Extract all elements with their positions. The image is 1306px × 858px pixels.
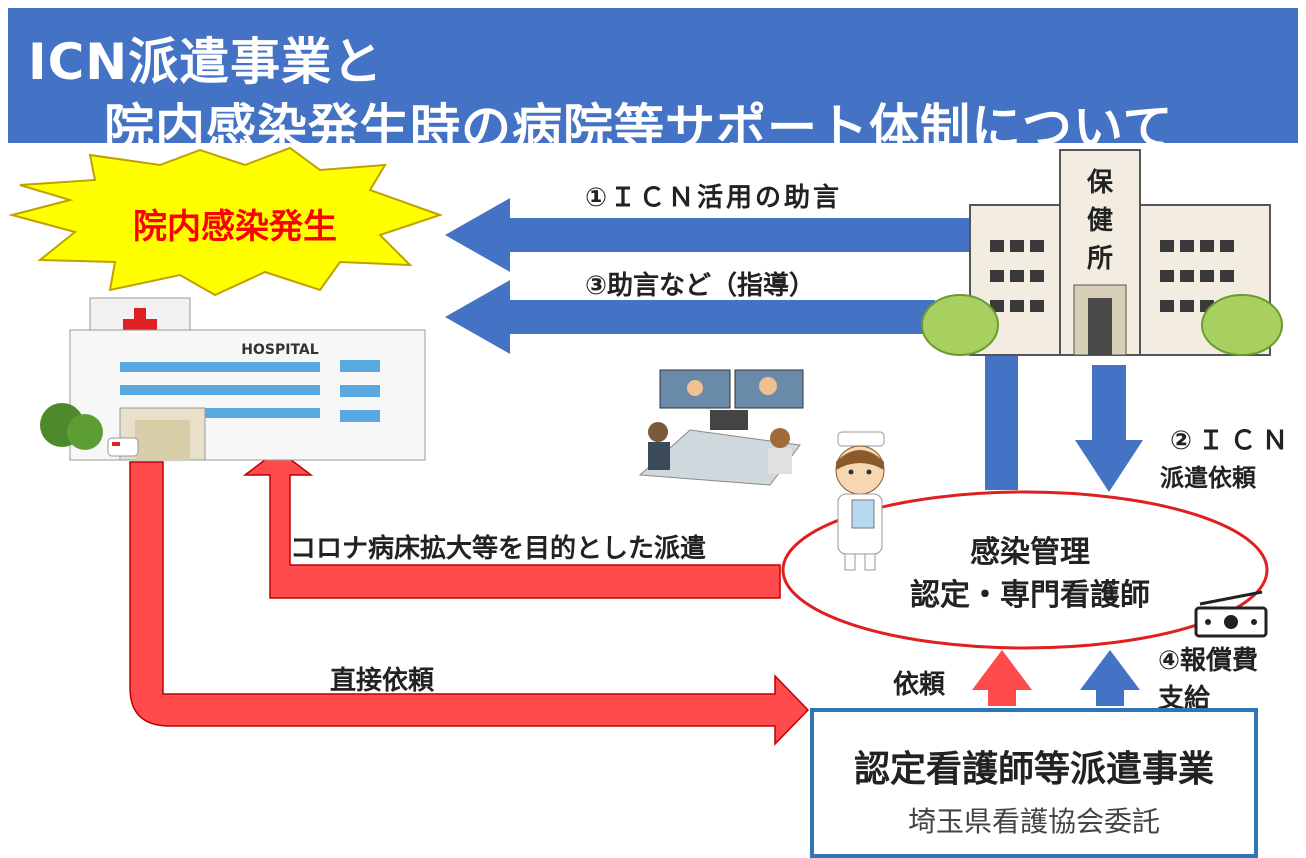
label-advice-guidance: ③助言など（指導） bbox=[585, 271, 816, 301]
nurse-label-line-2: 認定・専門看護師 bbox=[910, 578, 1150, 613]
arrow-health-to-nurse-left bbox=[985, 350, 1018, 490]
label-reward-1: ④報償費 bbox=[1158, 646, 1259, 676]
label-direct-request: 直接依頼 bbox=[330, 666, 435, 696]
arrow-reward-up bbox=[1080, 650, 1140, 706]
nurse-ellipse bbox=[781, 490, 1269, 650]
outbreak-label: 院内感染発生 bbox=[133, 207, 337, 247]
hospital-sign: HOSPITAL bbox=[241, 342, 318, 358]
arrow-direct-request bbox=[129, 461, 810, 746]
arrow-icn-request bbox=[1075, 365, 1143, 492]
label-icn-request-1: ②ＩＣＮ bbox=[1170, 426, 1295, 456]
video-conference-icon bbox=[638, 369, 804, 486]
arrow-advice-icn bbox=[445, 198, 980, 272]
project-title: 認定看護師等派遣事業 bbox=[853, 749, 1214, 790]
arrow-corona-dispatch bbox=[242, 449, 781, 599]
label-advice-icn: ①ＩＣＮ活用の助言 bbox=[585, 183, 843, 213]
nurse-label-line-1: 感染管理 bbox=[970, 535, 1090, 570]
label-corona-dispatch: コロナ病床拡大等を目的とした派遣 bbox=[290, 534, 707, 564]
arrow-advice-guidance bbox=[445, 280, 935, 354]
title-line-2: 院内感染発生時の病院等サポート体制について bbox=[104, 99, 1174, 157]
project-subtitle: 埼玉県看護協会委託 bbox=[907, 805, 1160, 838]
health-center-label: 保健所 bbox=[1086, 168, 1113, 274]
health-center-building-icon bbox=[921, 149, 1283, 356]
money-bill-icon bbox=[1194, 590, 1268, 638]
dispatch-project-box: 認定看護師等派遣事業 埼玉県看護協会委託 bbox=[810, 708, 1258, 858]
outbreak-burst-icon bbox=[8, 146, 444, 297]
hospital-building-icon bbox=[40, 297, 426, 461]
label-icn-request-2: 派遣依頼 bbox=[1160, 464, 1256, 492]
nurse-icon bbox=[835, 431, 885, 571]
arrow-request-up bbox=[972, 650, 1032, 706]
label-request: 依頼 bbox=[893, 670, 946, 700]
title-banner: ICN派遣事業と 院内感染発生時の病院等サポート体制について bbox=[8, 8, 1298, 157]
title-line-1: ICN派遣事業と bbox=[28, 33, 384, 91]
